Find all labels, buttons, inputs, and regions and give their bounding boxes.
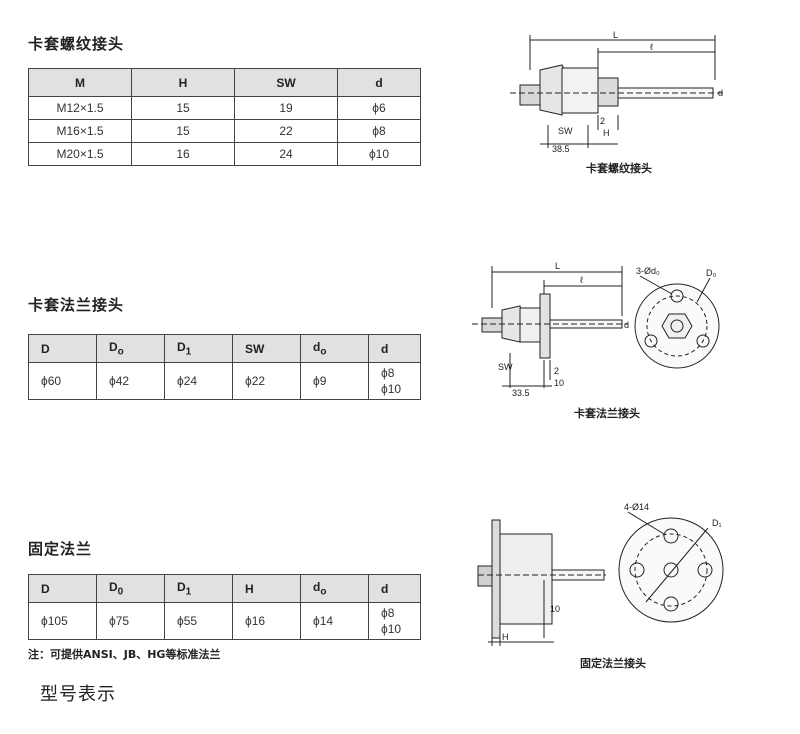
header-D0: D0	[96, 574, 165, 603]
cell: ϕ60	[28, 362, 97, 400]
dim-label-D1: D₁	[712, 518, 722, 528]
bolt-hole	[629, 562, 645, 578]
header-H: H	[232, 574, 301, 603]
dim-label-sw: SW	[558, 126, 573, 136]
cell: 15	[131, 96, 235, 120]
dim-label-d: d	[718, 88, 723, 98]
section-title-fixed-flange: 固定法兰	[28, 540, 93, 558]
dim-label-D0: D₀	[706, 268, 716, 278]
header-D1: D1	[164, 334, 233, 363]
header-d0: do	[300, 334, 369, 363]
cell: 19	[234, 96, 338, 120]
cell: 15	[131, 119, 235, 143]
cell: 24	[234, 142, 338, 166]
table-header-row: M H SW d	[28, 68, 421, 97]
header-D0: Do	[96, 334, 165, 363]
cell: ϕ16	[232, 602, 301, 640]
dim-label-h: H	[502, 632, 509, 642]
header-D: D	[28, 334, 97, 363]
header-D: D	[28, 574, 97, 603]
header-H: H	[131, 68, 235, 97]
header-SW: SW	[234, 68, 338, 97]
header-d0: do	[300, 574, 369, 603]
spec-table-compression-thread: M H SW d M12×1.5 15 19 ϕ6 M16×1.5 15 22 …	[28, 68, 421, 166]
dim-label-10: 10	[554, 378, 564, 388]
dim-label-33-5: 33.5	[512, 388, 530, 398]
header-d: d	[337, 68, 421, 97]
cell-multi: ϕ8 ϕ10	[368, 362, 421, 400]
diagram-compression-flange-side: L ℓ d SW 2 10 33.5	[472, 261, 629, 398]
table-row: M20×1.5 16 24 ϕ10	[28, 142, 421, 166]
header-D1: D1	[164, 574, 233, 603]
table-header-row: D Do D1 SW do d	[28, 334, 421, 363]
header-d: d	[368, 574, 421, 603]
cell: ϕ55	[164, 602, 233, 640]
cell: 22	[234, 119, 338, 143]
diagram-compression-thread: L ℓ d SW 2 H 38.5	[510, 30, 725, 154]
cell: ϕ42	[96, 362, 165, 400]
cell: ϕ75	[96, 602, 165, 640]
footer-title: 型号表示	[40, 684, 116, 705]
section-title-compression-flange: 卡套法兰接头	[28, 296, 125, 314]
bolt-hole	[696, 334, 710, 348]
section-title-compression-thread: 卡套螺纹接头	[28, 35, 125, 53]
table-row: ϕ105 ϕ75 ϕ55 ϕ16 ϕ14 ϕ8 ϕ10	[28, 602, 421, 640]
diagram-fixed-flange-side: 10 H	[477, 519, 606, 646]
diagram-caption-compression-thread: 卡套螺纹接头	[586, 162, 652, 175]
header-SW: SW	[232, 334, 301, 363]
bolt-hole	[644, 334, 658, 348]
dim-label-l: ℓ	[580, 275, 584, 285]
diagram-compression-flange-front: 3-Ød₀ D₀	[634, 266, 720, 369]
spec-table-compression-flange: D Do D1 SW do d ϕ60 ϕ42 ϕ24 ϕ22 ϕ9 ϕ8 ϕ1…	[28, 334, 421, 400]
dim-label-2: 2	[600, 116, 605, 126]
dim-label-holes: 3-Ød₀	[636, 266, 660, 276]
cell: ϕ24	[164, 362, 233, 400]
bolt-hole	[663, 596, 679, 612]
cell: 16	[131, 142, 235, 166]
diagram-fixed-flange-front: 4-Ø14 D₁	[618, 502, 724, 623]
header-d: d	[368, 334, 421, 363]
bolt-hole	[697, 562, 713, 578]
dim-label-38-5: 38.5	[552, 144, 570, 154]
cell: ϕ6	[337, 96, 421, 120]
dim-label-10: 10	[550, 604, 560, 614]
cell-multi: ϕ8 ϕ10	[368, 602, 421, 640]
dim-label-2: 2	[554, 366, 559, 376]
bolt-hole	[670, 289, 684, 303]
dim-label-h: H	[603, 128, 610, 138]
dim-label-sw: SW	[498, 362, 513, 372]
bolt-hole	[663, 528, 679, 544]
dim-label-L: L	[555, 261, 560, 271]
dim-label-holes: 4-Ø14	[624, 502, 649, 512]
cell: ϕ22	[232, 362, 301, 400]
dim-label-l: ℓ	[650, 42, 654, 52]
cell: ϕ9	[300, 362, 369, 400]
cell: ϕ14	[300, 602, 369, 640]
spec-table-fixed-flange: D D0 D1 H do d ϕ105 ϕ75 ϕ55 ϕ16 ϕ14 ϕ8 ϕ…	[28, 574, 421, 640]
cell: ϕ105	[28, 602, 97, 640]
cell: M20×1.5	[28, 142, 132, 166]
table-row: M12×1.5 15 19 ϕ6	[28, 96, 421, 120]
table-row: ϕ60 ϕ42 ϕ24 ϕ22 ϕ9 ϕ8 ϕ10	[28, 362, 421, 400]
dim-label-L: L	[613, 30, 618, 40]
cell: M16×1.5	[28, 119, 132, 143]
table-header-row: D D0 D1 H do d	[28, 574, 421, 603]
cell: ϕ8	[337, 119, 421, 143]
cell: ϕ10	[337, 142, 421, 166]
note-text: 注：可提供ANSI、JB、HG等标准法兰	[28, 648, 221, 661]
header-M: M	[28, 68, 132, 97]
diagram-caption-fixed-flange: 固定法兰接头	[580, 657, 646, 670]
dim-label-d: d	[624, 320, 629, 330]
cell: M12×1.5	[28, 96, 132, 120]
table-row: M16×1.5 15 22 ϕ8	[28, 119, 421, 143]
diagram-caption-compression-flange: 卡套法兰接头	[574, 407, 640, 420]
